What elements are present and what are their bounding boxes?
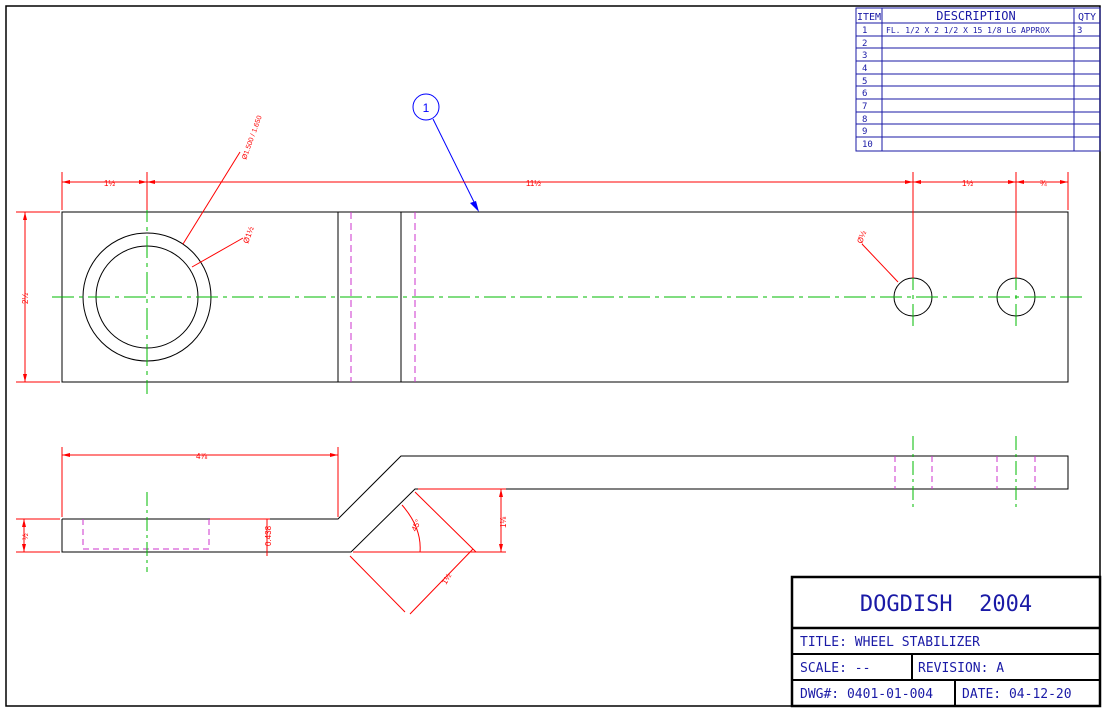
bom-row-qty: 3 bbox=[1077, 26, 1082, 36]
dim-small-hole: Ø½ bbox=[855, 229, 868, 245]
bom-header-item: ITEM bbox=[857, 12, 881, 23]
bom-row-item: 8 bbox=[862, 115, 867, 125]
bom-table bbox=[855, 7, 1101, 152]
bom-row-item: 6 bbox=[862, 89, 867, 99]
bom-header-qty: QTY bbox=[1078, 12, 1096, 23]
dim-top-mid: 11½ bbox=[526, 179, 541, 188]
company-name: DOGDISH 2004 bbox=[860, 592, 1032, 617]
bom-header-description: DESCRIPTION bbox=[936, 9, 1015, 23]
item-balloon bbox=[412, 93, 440, 121]
side-view-outline bbox=[61, 455, 1069, 553]
top-view bbox=[52, 200, 1086, 394]
sheet-border bbox=[5, 5, 1101, 707]
bom-row-item: 2 bbox=[862, 39, 867, 49]
hidden-counterbore bbox=[82, 519, 210, 550]
drawing-date: DATE: 04-12-20 bbox=[962, 687, 1072, 702]
dim-side-length: 4⅞ bbox=[196, 452, 207, 461]
bom-row-description: FL. 1/2 X 2 1/2 X 15 1/8 LG APPROX bbox=[886, 26, 1050, 35]
dim-angle: 45° bbox=[410, 518, 423, 533]
drawing-revision: REVISION: A bbox=[918, 661, 1004, 676]
side-dimensions bbox=[16, 447, 506, 615]
balloon-label: 1 bbox=[423, 101, 430, 115]
bom-row-item: 1 bbox=[862, 26, 867, 36]
dim-offset: 1⅛ bbox=[499, 517, 508, 528]
side-view bbox=[61, 455, 1069, 553]
balloon-leader bbox=[432, 118, 477, 207]
bom-row-item: 5 bbox=[862, 77, 867, 87]
drawing-number: DWG#: 0401-01-004 bbox=[800, 687, 933, 702]
bom-row-item: 7 bbox=[862, 102, 867, 112]
drawing-scale: SCALE: -- bbox=[800, 661, 870, 676]
dim-bore: Ø1½ bbox=[241, 225, 256, 245]
dim-big-hole: Ø1.500 / 1.650 bbox=[241, 115, 263, 161]
bom-row-item: 4 bbox=[862, 64, 867, 74]
balloon-arrow bbox=[470, 201, 479, 212]
dim-top-right1: 1½ bbox=[962, 179, 973, 188]
drawing-title: TITLE: WHEEL STABILIZER bbox=[800, 635, 980, 650]
bom-row-item: 3 bbox=[862, 51, 867, 61]
title-block bbox=[790, 575, 1102, 708]
bore-inner-circle bbox=[95, 245, 199, 349]
dim-diagonal: 1½ bbox=[440, 572, 454, 586]
dim-top-left: 1½ bbox=[104, 179, 115, 188]
dim-depth: 0.438 bbox=[264, 525, 273, 546]
bom-row-item: 10 bbox=[862, 140, 873, 150]
dim-thickness: ½ bbox=[21, 533, 30, 540]
bom-row-item: 9 bbox=[862, 127, 867, 137]
dim-top-right2: ¾ bbox=[1040, 179, 1047, 188]
top-dimensions bbox=[16, 151, 1069, 383]
dim-height: 2½ bbox=[21, 293, 30, 304]
